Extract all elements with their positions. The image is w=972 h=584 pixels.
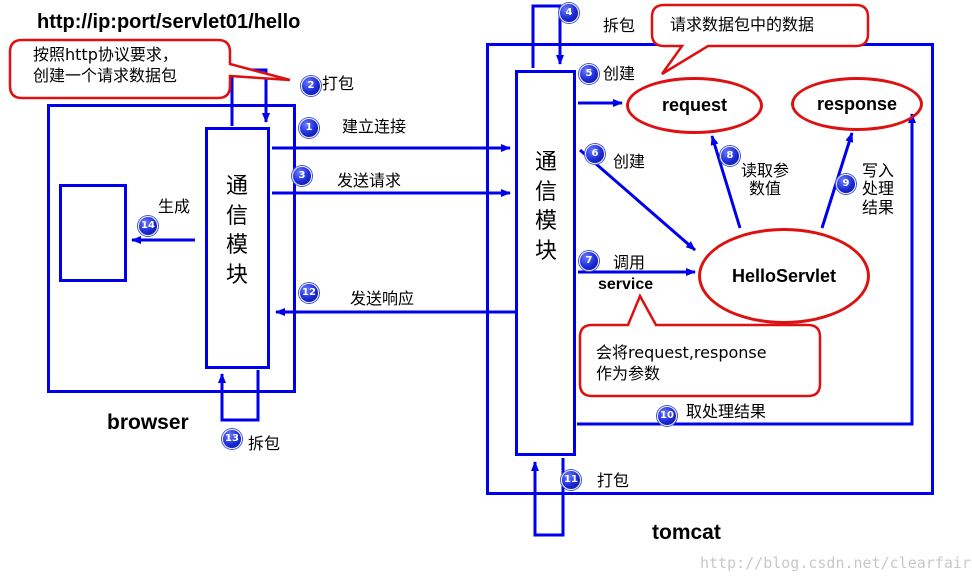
tomcat-comm-char: 块 [534,239,557,265]
label-connect: 建立连接 [342,117,407,136]
step-badge-12: 12 [299,283,319,303]
request-object: request [626,77,763,134]
browser-comm-module-text: 通 信 模 块 [224,172,250,291]
watermark: http://blog.csdn.net/clearfairy [700,554,972,572]
browser-comm-char: 模 [225,233,248,259]
step-badge-1: 1 [299,118,319,138]
label-unpack-browser: 拆包 [248,434,281,453]
callout-service-params-line: 作为参数 [596,363,661,383]
arrow-read-params [710,135,742,229]
step-badge-10: 10 [657,406,677,426]
label-write-result-line: 写入 [862,161,895,180]
label-read-params-line: 数值 [749,179,782,199]
callout-request-data-shape [650,3,870,76]
label-write-result: 写入 处理 结果 [862,161,895,217]
arrow-unpack-tomcat [531,4,564,68]
tomcat-comm-char: 通 [534,150,557,175]
callout-browser-request-line: 创建一个请求数据包 [33,65,178,85]
label-invoke: 调用 [613,253,646,272]
step-badge-5: 5 [579,64,599,84]
arrow-get-result [577,113,916,426]
callout-browser-request-line: 按照http协议要求， [33,45,178,64]
label-pack-tomcat: 打包 [597,471,630,490]
step-badge-8: 8 [720,146,740,166]
tomcat-comm-module-text: 通 信 模 块 [533,148,559,267]
label-create-request: 创建 [603,64,636,83]
callout-request-data: 请求数据包中的数据 [670,15,815,34]
tomcat-comm-char: 模 [534,209,557,235]
browser-box [47,104,296,393]
step-badge-11: 11 [561,470,581,490]
step-badge-13: 13 [222,429,242,449]
label-write-result-line: 结果 [862,197,895,217]
page-title: http://ip:port/servlet01/hello [37,11,301,33]
label-unpack-tomcat: 拆包 [603,16,636,35]
step-badge-3: 3 [292,166,312,186]
label-send-response: 发送响应 [350,289,415,308]
callout-service-params-shape [578,293,822,398]
step-badge-9: 9 [836,174,856,194]
label-write-result-line: 处理 [862,179,895,199]
label-get-result: 取处理结果 [686,402,767,421]
label-create-servlet: 创建 [613,152,646,171]
arrow-unpack-browser [218,370,260,422]
arrow-pack-tomcat [531,458,565,537]
step-badge-2: 2 [301,76,321,96]
browser-comm-char: 通 [225,174,248,199]
callout-browser-request: 按照http协议要求， 创建一个请求数据包 [33,45,178,87]
step-badge-6: 6 [585,144,605,164]
tomcat-comm-char: 信 [534,179,557,205]
browser-comm-char: 信 [225,203,248,229]
label-send-request: 发送请求 [337,171,402,190]
label-pack-browser: 打包 [322,74,355,93]
response-object: response [791,77,923,131]
step-badge-14: 14 [138,216,158,236]
step-badge-7: 7 [579,251,599,271]
tomcat-label: tomcat [652,521,721,544]
browser-comm-char: 块 [225,263,248,289]
callout-service-params-line: 会将request,response [596,343,767,362]
browser-comm-module [205,127,270,369]
tomcat-comm-module [515,70,576,456]
arrow-create-servlet [579,148,696,252]
label-read-params-line: 读取参 [741,161,790,180]
callout-browser-request-shape [8,38,291,100]
step-badge-4: 4 [559,3,579,23]
helloservlet-object: HelloServlet [698,228,870,324]
label-read-params: 读取参 数值 [741,161,790,199]
browser-display [59,184,127,282]
label-generate: 生成 [158,197,191,216]
browser-label: browser [107,411,189,434]
callout-service-params: 会将request,response 作为参数 [596,343,767,385]
label-service: service [598,276,654,293]
